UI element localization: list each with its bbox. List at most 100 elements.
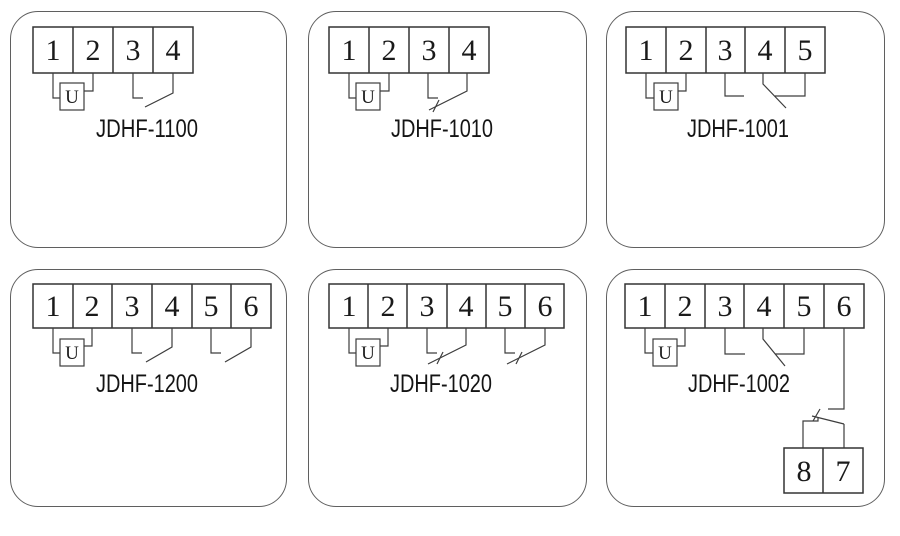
terminal-strip: 1 2 3 4 bbox=[32, 26, 194, 74]
terminal-strip: 1 2 3 4 5 6 bbox=[624, 283, 865, 329]
terminal-divider bbox=[367, 284, 526, 328]
contact-normally-open-1 bbox=[131, 328, 173, 363]
terminal-number: 6 bbox=[837, 290, 852, 323]
contact-normally-open-2 bbox=[210, 328, 252, 363]
terminal-divider bbox=[368, 27, 450, 73]
voltage-coil: U bbox=[645, 73, 687, 111]
terminal-number: 3 bbox=[718, 34, 733, 67]
contact-normally-closed-2 bbox=[504, 328, 546, 365]
terminal-number: 3 bbox=[125, 290, 140, 323]
contact-no-lead bbox=[724, 328, 745, 355]
coil-box bbox=[653, 82, 679, 111]
contact-nc-lead bbox=[775, 328, 805, 355]
terminal-number: 1 bbox=[46, 290, 61, 323]
contact-tick bbox=[432, 99, 440, 113]
terminal-number: 3 bbox=[718, 290, 733, 323]
coil-connector-left bbox=[348, 328, 356, 354]
terminal-number: 1 bbox=[342, 290, 357, 323]
terminal-number: 3 bbox=[126, 34, 141, 67]
terminal-number: 3 bbox=[420, 290, 435, 323]
terminal-number: 1 bbox=[342, 34, 357, 67]
terminal-number: 6 bbox=[538, 290, 553, 323]
contact-blade bbox=[145, 328, 173, 363]
terminal-number: 3 bbox=[422, 34, 437, 67]
coil-label: U bbox=[361, 87, 375, 108]
coil-connector-left bbox=[52, 73, 60, 99]
relay-panel-jdhf-1200: 1 2 3 4 5 6 U JDHF-1200 bbox=[10, 269, 287, 507]
contact-normally-open bbox=[132, 73, 174, 108]
terminal-number: 2 bbox=[679, 34, 694, 67]
terminal-strip: 1 2 3 4 5 6 bbox=[32, 283, 272, 329]
contact-fixed-lead bbox=[427, 73, 438, 99]
contact-changeover bbox=[724, 73, 806, 109]
aux-terminal-number: 8 bbox=[797, 455, 812, 488]
terminal-number: 4 bbox=[166, 34, 181, 67]
contact-blade bbox=[428, 73, 468, 111]
terminal-divider bbox=[72, 27, 154, 73]
terminal-number: 4 bbox=[462, 34, 477, 67]
terminal-number: 2 bbox=[381, 290, 396, 323]
contact-normally-closed-1 bbox=[426, 328, 467, 365]
contact-blade bbox=[506, 328, 546, 365]
terminal-number: 4 bbox=[757, 290, 772, 323]
voltage-coil: U bbox=[348, 73, 390, 111]
contact-blade bbox=[144, 73, 174, 108]
coil-connector-right bbox=[380, 328, 389, 347]
model-label: JDHF-1100 bbox=[96, 115, 198, 143]
coil-connector-right bbox=[84, 328, 93, 347]
model-label: JDHF-1200 bbox=[96, 370, 198, 398]
terminal-divider bbox=[665, 27, 786, 73]
model-label: JDHF-1001 bbox=[687, 115, 789, 143]
model-label: JDHF-1002 bbox=[688, 370, 790, 398]
contact-normally-closed-remote bbox=[802, 328, 845, 448]
voltage-coil: U bbox=[52, 328, 93, 367]
relay-panel-jdhf-1020: 1 2 3 4 5 6 U JDHF-1020 bbox=[308, 269, 587, 507]
contact-tick bbox=[515, 351, 523, 365]
contact-no-lead bbox=[724, 73, 744, 97]
terminal-divider bbox=[664, 284, 825, 328]
terminal-number: 5 bbox=[498, 290, 513, 323]
voltage-coil: U bbox=[348, 328, 389, 367]
terminal-number: 2 bbox=[85, 290, 100, 323]
coil-label: U bbox=[361, 343, 375, 364]
coil-connector-left bbox=[645, 73, 654, 99]
relay-panel-jdhf-1010: 1 2 3 4 U JDHF-1010 bbox=[308, 11, 587, 248]
contact-fixed-lead bbox=[504, 328, 515, 354]
coil-connector-left bbox=[52, 328, 60, 354]
contact-blade bbox=[762, 73, 787, 109]
coil-label: U bbox=[65, 343, 79, 364]
terminal-divider bbox=[72, 284, 232, 328]
terminal-strip: 1 2 3 4 5 bbox=[625, 26, 826, 74]
model-label: JDHF-1020 bbox=[390, 370, 492, 398]
terminal-number: 4 bbox=[758, 34, 773, 67]
coil-box bbox=[355, 82, 381, 111]
coil-box bbox=[355, 338, 381, 367]
voltage-coil: U bbox=[52, 73, 94, 111]
terminal-number: 2 bbox=[678, 290, 693, 323]
contact-blade bbox=[762, 328, 786, 367]
contact-fixed-lead bbox=[131, 328, 142, 354]
coil-connector-right bbox=[380, 73, 390, 92]
relay-panel-jdhf-1100: 1 2 3 4 U JDHF-1100 bbox=[10, 11, 287, 248]
voltage-coil: U bbox=[644, 328, 686, 367]
coil-box bbox=[652, 338, 678, 367]
coil-box bbox=[59, 338, 85, 367]
contact-tick bbox=[436, 351, 444, 365]
contact-changeover bbox=[724, 328, 805, 367]
terminal-number: 4 bbox=[459, 290, 474, 323]
relay-panel-jdhf-1001: 1 2 3 4 5 U JDHF-1001 bbox=[606, 11, 885, 248]
terminal-number: 5 bbox=[798, 34, 813, 67]
coil-label: U bbox=[65, 87, 79, 108]
terminal-strip: 1 2 3 4 5 6 bbox=[328, 283, 565, 329]
coil-label: U bbox=[659, 87, 673, 108]
terminal-strip: 1 2 3 4 bbox=[328, 26, 490, 74]
aux-terminal-number: 7 bbox=[836, 455, 851, 488]
terminal6-drop-lead bbox=[828, 328, 845, 410]
contact-nc-lead bbox=[775, 73, 806, 97]
terminal-number: 1 bbox=[639, 34, 654, 67]
terminal8-riser-lead bbox=[802, 417, 819, 448]
coil-connector-left bbox=[348, 73, 356, 99]
model-label: JDHF-1010 bbox=[391, 115, 493, 143]
aux-terminal-block: 8 7 bbox=[783, 447, 864, 494]
contact-fixed-lead bbox=[210, 328, 221, 354]
